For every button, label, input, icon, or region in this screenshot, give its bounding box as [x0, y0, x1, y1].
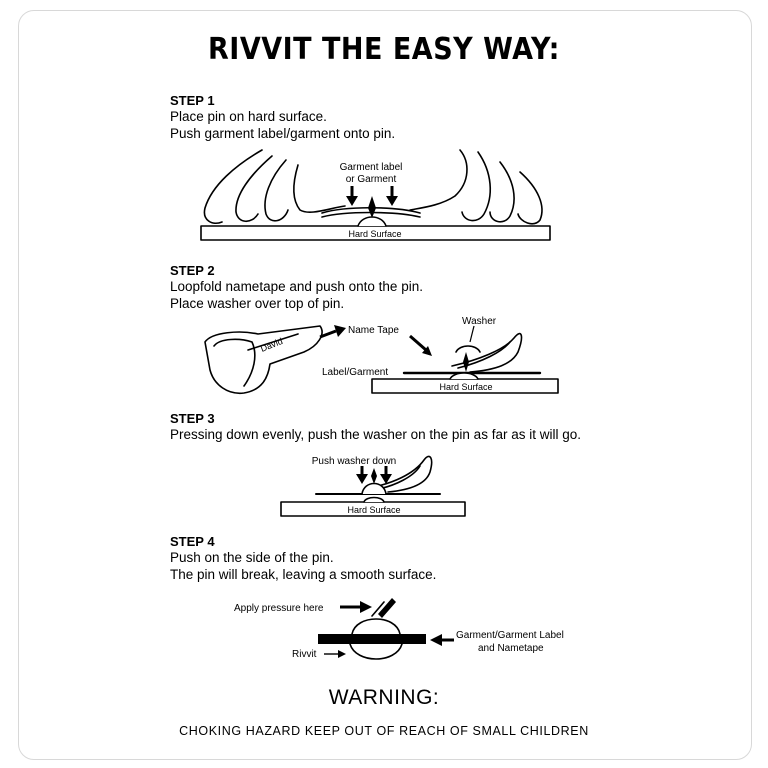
rivvit-dome-4 — [349, 643, 403, 660]
nametape-loop — [204, 325, 323, 395]
step-1-heading: STEP 1 — [170, 93, 215, 108]
step-3-line-1: Pressing down evenly, push the washer on… — [170, 427, 581, 442]
step-4-line-1: Push on the side of the pin. — [170, 550, 334, 565]
pin-dome-2 — [449, 372, 479, 380]
pin-icon-3 — [371, 468, 377, 484]
page-title: RIVVIT THE EASY WAY: — [208, 32, 560, 67]
step-2-heading: STEP 2 — [170, 263, 215, 278]
washer-dome-4 — [351, 618, 401, 635]
apply-pressure-label: Apply pressure here — [234, 603, 324, 614]
step-4-heading: STEP 4 — [170, 534, 215, 549]
tape-loop — [451, 332, 523, 373]
garment-label-4a: Garment/Garment Label — [456, 630, 564, 641]
pin-icon-2 — [463, 352, 469, 372]
nametape-fold-line — [213, 338, 256, 387]
left-finger-2 — [235, 155, 273, 223]
step-3-text: Pressing down evenly, push the washer on… — [170, 426, 581, 443]
label-garment-label: Label/Garment — [322, 367, 388, 378]
hard-surface-label-2: Hard Surface — [439, 382, 492, 392]
hard-surface-label-1: Hard Surface — [348, 229, 401, 239]
left-thumb — [292, 164, 346, 213]
right-thumb — [409, 149, 468, 211]
hard-surface-label-3: Hard Surface — [347, 505, 400, 515]
push-washer-label: Push washer down — [312, 456, 397, 467]
step-1-line-2: Push garment label/garment onto pin. — [170, 126, 396, 141]
tape-loop-3 — [367, 455, 433, 493]
pin-icon — [368, 196, 376, 218]
pin-dome-3 — [363, 496, 385, 503]
right-finger-1 — [461, 151, 492, 222]
step-1-text: Place pin on hard surface. Push garment … — [170, 108, 395, 142]
tape-loop-inner — [457, 341, 511, 369]
pin-stub-4 — [371, 601, 385, 617]
washer-label: Washer — [462, 316, 497, 327]
step-3-heading: STEP 3 — [170, 411, 215, 426]
choking-hazard-text: CHOKING HAZARD KEEP OUT OF REACH OF SMAL… — [179, 724, 589, 738]
left-finger-1 — [203, 149, 263, 224]
step-2-line-2: Place washer over top of pin. — [170, 296, 345, 311]
right-finger-3 — [517, 171, 543, 225]
step-2-text: Loopfold nametape and push onto the pin.… — [170, 278, 423, 312]
step-4-text: Push on the side of the pin. The pin wil… — [170, 549, 436, 583]
right-finger-2 — [489, 161, 515, 223]
step-4-line-2: The pin will break, leaving a smooth sur… — [170, 567, 437, 582]
nametape-crease — [247, 333, 299, 351]
warning-heading: WARNING: — [328, 686, 440, 709]
rivvit-label: Rivvit — [292, 649, 317, 660]
name-tape-label: Name Tape — [348, 325, 399, 336]
garment-label-text-1: Garment label — [340, 162, 403, 173]
step-1-line-1: Place pin on hard surface. — [170, 109, 327, 124]
left-finger-3 — [264, 159, 289, 222]
broken-pin-icon — [378, 598, 396, 618]
garment-label-text-2: or Garment — [346, 174, 397, 185]
step-2-line-1: Loopfold nametape and push onto the pin. — [170, 279, 423, 294]
garment-label-4b: and Nametape — [478, 643, 544, 654]
garment-band-4 — [318, 634, 426, 644]
washer-shape — [455, 345, 481, 353]
